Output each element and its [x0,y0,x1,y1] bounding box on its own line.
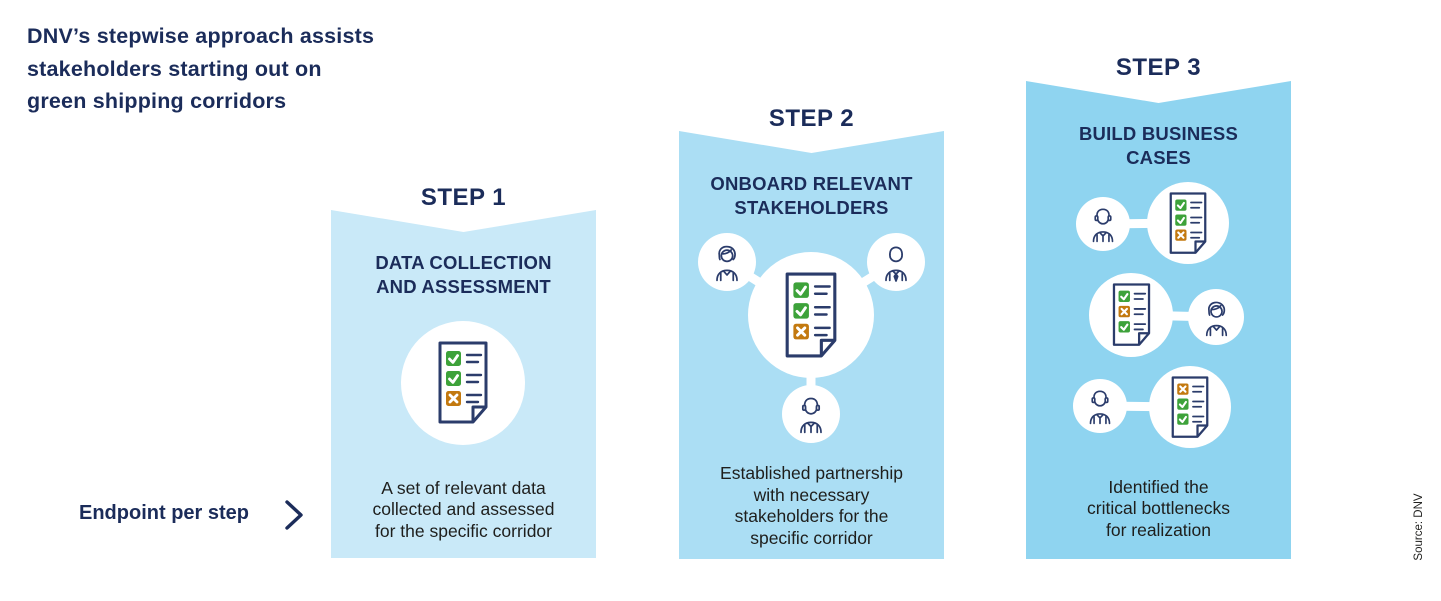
step3-checklist-circle [1089,273,1173,357]
woman-icon [1197,298,1236,337]
step2-description: Established partnership with necessary s… [720,463,903,548]
step3-person-circle [1076,197,1130,251]
man-headset-icon [1084,205,1122,243]
step3-checklist-circle [1147,182,1229,264]
man-headset-icon [1081,387,1119,425]
checklist-icon [435,341,491,425]
step3-label: STEP 3 [1115,54,1202,81]
woman-icon [707,242,747,282]
step2-person-circle [698,233,756,291]
step1-checklist-circle [401,321,525,445]
step3-heading: BUILD BUSINESS CASES [1078,123,1239,168]
step2-heading: ONBOARD RELEVANT STAKEHOLDERS [710,173,913,218]
checklist-icon [782,272,840,359]
step2-person-circle [782,385,840,443]
source-note: Source: DNV [1413,493,1425,561]
step3-panel: BUILD BUSINESS CASES Identified the crit… [1026,81,1291,559]
step3-checklist-circle [1149,366,1231,448]
step3-description: Identified the critical bottlenecks for … [1087,476,1230,540]
man-headset-icon [791,394,831,434]
checklist-icon [1167,192,1209,255]
step1-heading: DATA COLLECTION AND ASSESSMENT [375,252,552,297]
step2-checklist-circle [748,252,874,378]
step2-person-circle [867,233,925,291]
step2-panel: ONBOARD RELEVANT STAKEHOLDERS Establishe… [679,131,944,559]
step3-person-circle [1188,289,1244,345]
checklist-icon [1110,283,1153,347]
chevron-right-icon [285,500,303,530]
step1-description: A set of relevant data collected and ass… [372,477,555,541]
step1-panel: DATA COLLECTION AND ASSESSMENT A set of … [331,210,596,558]
page-title: DNV’s stepwise approach assists stakehol… [27,24,375,113]
man-tie-icon [876,242,916,282]
step1-label: STEP 1 [420,184,507,211]
checklist-icon [1169,376,1211,439]
endpoint-label: Endpoint per step [79,502,249,524]
step2-label: STEP 2 [768,105,855,132]
step3-person-circle [1073,379,1127,433]
